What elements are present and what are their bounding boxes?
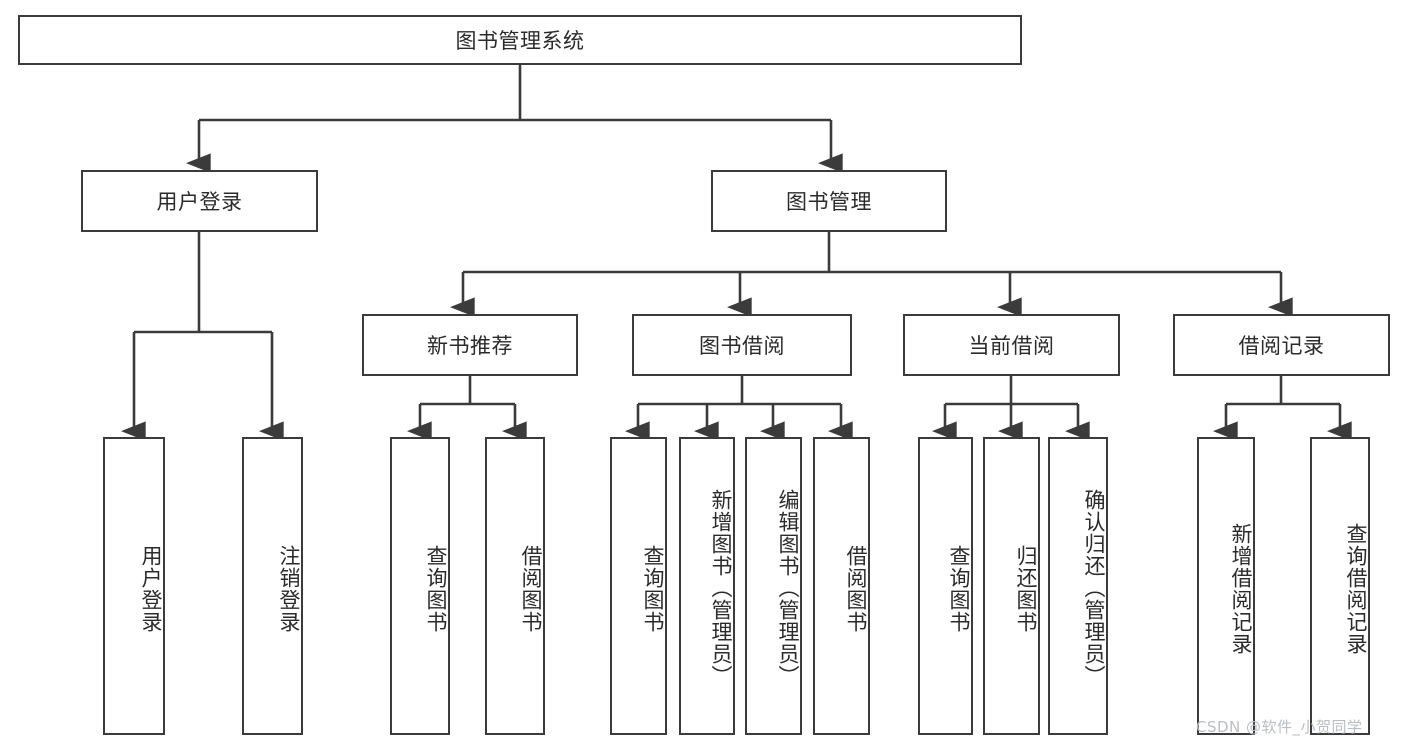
node-leaf-borrow-book-new[interactable]: 借阅图书 bbox=[485, 437, 545, 735]
node-leaf-query-book-current-label: 查询图书 bbox=[947, 545, 971, 633]
node-leaf-borrow-book-label: 借阅图书 bbox=[844, 545, 868, 633]
csdn-watermark: CSDN @软件_小贺同学 bbox=[1196, 718, 1363, 736]
edge-group-current-borrow bbox=[932, 376, 1090, 441]
node-leaf-logout-login-label: 注销登录 bbox=[277, 545, 301, 633]
node-root-label: 图书管理系统 bbox=[455, 29, 585, 53]
node-leaf-user-login-label: 用户登录 bbox=[139, 545, 163, 633]
node-leaf-confirm-return-label: 确认归还（管理员） bbox=[1082, 489, 1106, 687]
node-leaf-logout-login[interactable]: 注销登录 bbox=[242, 437, 303, 735]
edge-group-book-borrow bbox=[625, 376, 853, 441]
node-book-manage[interactable]: 图书管理 bbox=[711, 170, 947, 232]
node-leaf-edit-book-admin-label: 编辑图书（管理员） bbox=[776, 489, 800, 687]
node-leaf-query-book-current[interactable]: 查询图书 bbox=[918, 437, 973, 735]
node-leaf-query-borrow-record-label: 查询借阅记录 bbox=[1344, 523, 1368, 655]
node-book-borrow-label: 图书借阅 bbox=[699, 334, 785, 358]
node-user-login[interactable]: 用户登录 bbox=[81, 170, 318, 232]
node-leaf-query-book[interactable]: 查询图书 bbox=[610, 437, 667, 735]
edge-group-user-login bbox=[121, 232, 284, 441]
node-current-borrow-label: 当前借阅 bbox=[968, 334, 1055, 358]
node-new-book-recommend-label: 新书推荐 bbox=[427, 334, 513, 358]
node-current-borrow[interactable]: 当前借阅 bbox=[903, 314, 1120, 376]
node-new-book-recommend[interactable]: 新书推荐 bbox=[362, 314, 578, 376]
node-borrow-record[interactable]: 借阅记录 bbox=[1173, 314, 1390, 376]
node-leaf-query-book-new-label: 查询图书 bbox=[424, 545, 448, 633]
node-leaf-confirm-return[interactable]: 确认归还（管理员） bbox=[1048, 437, 1108, 735]
node-borrow-record-label: 借阅记录 bbox=[1238, 334, 1325, 358]
node-leaf-borrow-book[interactable]: 借阅图书 bbox=[813, 437, 870, 735]
node-book-manage-label: 图书管理 bbox=[786, 190, 872, 214]
node-root[interactable]: 图书管理系统 bbox=[18, 15, 1022, 65]
node-leaf-add-book-admin-label: 新增图书（管理员） bbox=[709, 489, 733, 687]
node-leaf-return-book-label: 归还图书 bbox=[1014, 545, 1038, 633]
edge-group-borrow-record bbox=[1213, 376, 1352, 441]
edge-group-book-manage bbox=[450, 232, 1293, 317]
node-book-borrow[interactable]: 图书借阅 bbox=[632, 314, 852, 376]
edge-group-root bbox=[186, 65, 843, 173]
node-leaf-add-borrow-record-label: 新增借阅记录 bbox=[1229, 523, 1253, 655]
node-leaf-query-book-label: 查询图书 bbox=[641, 545, 665, 633]
node-leaf-add-borrow-record[interactable]: 新增借阅记录 bbox=[1197, 437, 1255, 735]
edge-group-new-book-recommend bbox=[407, 376, 527, 441]
node-leaf-query-borrow-record[interactable]: 查询借阅记录 bbox=[1310, 437, 1370, 735]
node-leaf-edit-book-admin[interactable]: 编辑图书（管理员） bbox=[745, 437, 802, 735]
node-leaf-user-login[interactable]: 用户登录 bbox=[103, 437, 165, 735]
node-leaf-return-book[interactable]: 归还图书 bbox=[983, 437, 1040, 735]
node-user-login-label: 用户登录 bbox=[156, 190, 243, 214]
node-leaf-add-book-admin[interactable]: 新增图书（管理员） bbox=[679, 437, 735, 735]
node-leaf-borrow-book-new-label: 借阅图书 bbox=[519, 545, 543, 633]
node-leaf-query-book-new[interactable]: 查询图书 bbox=[390, 437, 450, 735]
